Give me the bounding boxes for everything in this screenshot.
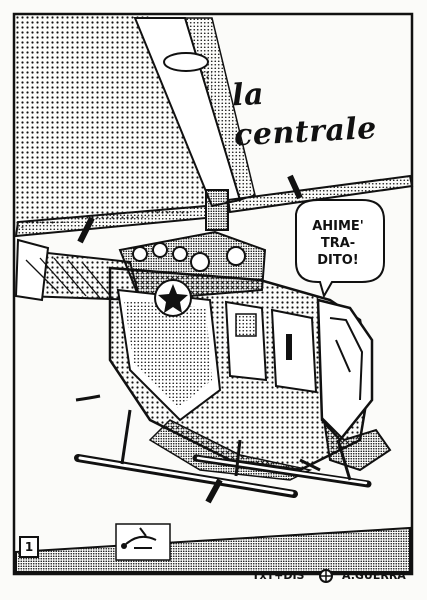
- credit-author: A.GUERRA: [342, 569, 406, 582]
- tail-lattice: [25, 257, 113, 299]
- rotor-mast: [205, 189, 229, 231]
- star-icon: [158, 284, 188, 313]
- credit-logo-mark: [321, 571, 331, 581]
- skid-strut-1: [120, 409, 132, 465]
- rotor-blade-stripe-2: [77, 216, 95, 244]
- cockpit-frame: [329, 317, 364, 401]
- rotor-blade-right: [226, 174, 414, 214]
- rear-door-handle: [286, 334, 292, 360]
- speech-bubble: [295, 199, 385, 299]
- skid-strut-3: [336, 439, 352, 481]
- engine-cylinder-4: [190, 252, 210, 272]
- engine-cylinder-5: [226, 246, 246, 266]
- engine-cylinder-3: [172, 246, 188, 262]
- fuselage-side-shade: [124, 300, 212, 408]
- rotor-blade-left: [14, 204, 207, 238]
- skid-stripe: [205, 478, 223, 504]
- cockpit-shade: [322, 417, 392, 472]
- rotor-blade-stripe: [287, 174, 303, 200]
- speech-bubble-text: AHIME' TRA- DITO!: [312, 219, 364, 268]
- bottom-sketch-figure: [125, 527, 157, 549]
- skid-left-inner: [78, 456, 294, 495]
- ground-strip: [15, 526, 411, 573]
- cockpit-glass: [316, 298, 374, 442]
- skid-strut-2: [234, 439, 242, 477]
- page-number: 1: [19, 536, 39, 558]
- bottom-sketch-dot: [121, 543, 127, 549]
- rear-door: [270, 308, 318, 394]
- belly-shadow: [148, 419, 313, 481]
- loose-wire: [75, 394, 101, 402]
- credit-role: TxT+DIS: [252, 569, 305, 582]
- panel-frame: [12, 12, 414, 576]
- bottom-sketch-frame: [115, 523, 171, 561]
- engine-cylinder-1: [132, 246, 148, 262]
- skid-strut-4: [299, 458, 321, 472]
- skid-right-inner: [196, 456, 368, 485]
- engine-cylinder-2: [152, 242, 168, 258]
- beam-spot: [163, 52, 209, 72]
- tail-fin: [14, 238, 50, 302]
- door-window: [235, 313, 257, 337]
